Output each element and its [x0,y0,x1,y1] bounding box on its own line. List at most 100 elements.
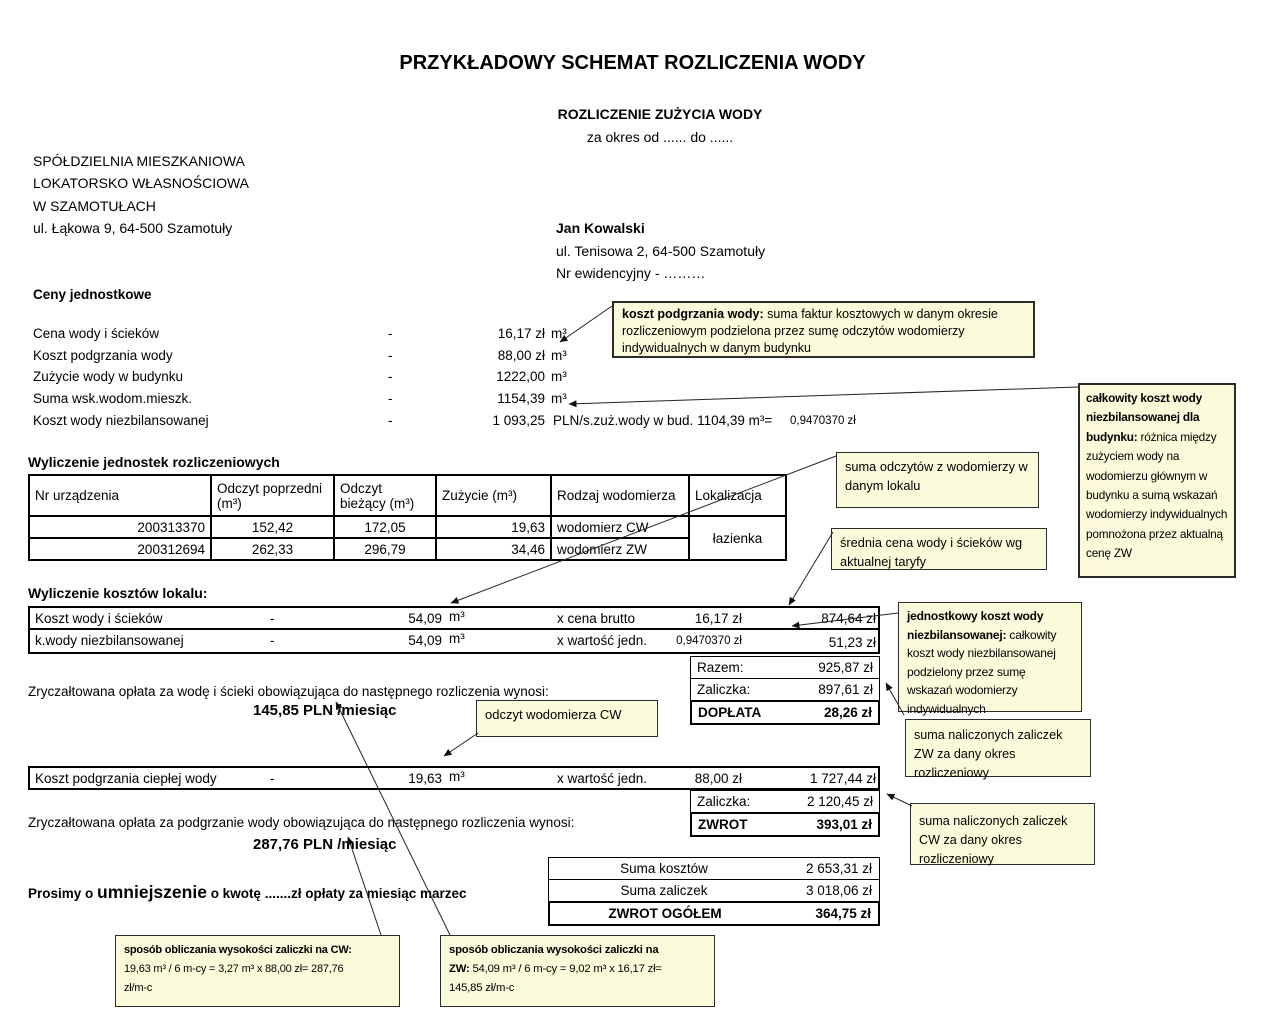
col-header-curr: Odczyt bieżący (m³) [333,474,437,517]
sum-value: 925,87 zł [818,660,873,675]
cost-row-heating: Koszt podgrzania ciepłej wody - 19,63 m³… [28,766,880,790]
note-body: suma odczytów z wodomierzy w danym lokal… [845,459,1028,493]
note-cw-advances: suma naliczonych zaliczek CW za dany okr… [910,803,1095,866]
col-header-device: Nr urządzenia [28,474,212,517]
cell-curr: 172,05 [333,515,437,539]
price-label: Cena wody i ścieków [33,326,160,341]
price-label: Suma wsk.wodom.mieszk. [33,391,193,406]
cell-curr: 296,79 [333,537,437,561]
request-suffix: o kwotę .......zł opłaty za miesiąc marz… [206,886,467,901]
cost-row-water: Koszt wody i ścieków - 54,09 m³ x cena b… [28,606,880,630]
note-line: 19,63 m³ / 6 m-cy = 3,27 m³ x 88,00 zł= … [124,963,344,975]
note-title: sposób obliczania wysokości zaliczki na … [124,944,352,956]
note-line-bold: ZW: [449,963,470,975]
price-unit: PLN/s.zuż.wody w bud. 1104,39 m³= [553,413,773,428]
cell-type: wodomierz CW [550,515,690,539]
recipient-name: Jan Kowalski [556,220,645,236]
price-label: Koszt podgrzania wody [33,348,173,363]
col-header-type: Rodzaj wodomierza [550,474,690,517]
note-heating-cost: koszt podgrzania wody: suma faktur koszt… [612,301,1035,358]
recipient-id-line: Nr ewidencyjny - ……… [556,265,706,281]
page-title: PRZYKŁADOWY SCHEMAT ROZLICZENIA WODY [399,52,866,74]
units-table: Nr urządzenia Odczyt poprzedni (m³) Odcz… [28,474,787,561]
cost-row-unbalanced: k.wody niezbilansowanej - 54,09 m³ x war… [28,628,880,654]
cost-unit: m³ [449,609,465,624]
arrow-heating-cost-note [559,305,613,343]
cost-quantity: 54,09 [408,633,442,648]
note-line: ZW: 54,09 m³ / 6 m-cy = 9,02 m³ x 16,17 … [449,960,706,979]
note-body: średnia cena wody i ścieków wg aktualnej… [840,535,1023,569]
arrow-avg-price-note [788,531,834,606]
total-row-zwrot-ogolem: ZWROT OGÓŁEM 364,75 zł [548,901,880,926]
request-prefix: Prosimy o [28,886,98,901]
price-separator: - [388,413,393,428]
cost-operation: x wartość jedn. [557,771,648,786]
flat-rate-value-water: 145,85 PLN /miesiąc [253,702,397,719]
price-unit: m³ [551,369,567,384]
price-value: 1154,39 [497,391,545,406]
cost-label: Koszt podgrzania ciepłej wody [35,771,217,786]
cost-amount: 51,23 zł [828,635,876,650]
sum-label: Razem: [697,660,744,675]
cost-label: k.wody niezbilansowanej [35,633,184,648]
flat-rate-note-heating: Zryczałtowana opłata za podgrzanie wody … [28,815,575,830]
col-header-location: Lokalizacja [688,474,787,517]
note-title: całkowity koszt wody niezbilansowanej dl… [1086,391,1202,444]
cost-operation: x cena brutto [557,611,636,626]
total-value: 3 018,06 zł [805,883,872,898]
sum-value: 28,26 zł [823,705,872,720]
cell-usage: 19,63 [435,515,552,539]
note-body: suma faktur kosztowych w danym okresie r… [622,307,998,355]
table-row: 200312694 262,33 296,79 34,46 wodomierz … [28,537,786,561]
price-separator: - [388,391,393,406]
sum-label: Zaliczka: [697,682,751,697]
cost-unit: m³ [449,769,465,784]
request-line: Prosimy o umniejszenie o kwotę .......zł… [28,882,538,903]
cell-type: wodomierz ZW [550,537,690,561]
total-label: ZWROT OGÓŁEM [608,906,722,921]
cost-unit: m³ [449,631,465,646]
note-line: 145,85 zł/m-c [449,982,515,994]
price-value: 1 093,25 [492,413,545,428]
cell-prev: 152,42 [210,515,335,539]
cost-separator: - [270,633,275,648]
cell-device: 200312694 [28,537,212,561]
price-label: Zużycie wody w budynku [33,369,184,384]
cost-separator: - [270,611,275,626]
flat-rate-note-water: Zryczałtowana opłata za wodę i ścieki ob… [28,684,549,699]
sum-label: Zaliczka: [697,794,751,809]
price-separator: - [388,369,393,384]
price-unit: m³ [551,391,567,406]
cell-device: 200313370 [28,515,212,539]
note-body: różnica między zużyciem wody na wodomier… [1086,429,1228,561]
flat-rate-value-heating: 287,76 PLN /miesiąc [253,836,397,853]
cell-usage: 34,46 [435,537,552,561]
cost-quantity: 54,09 [408,611,442,626]
note-body: suma naliczonych zaliczek CW za dany okr… [919,814,1068,866]
billing-period: za okres od ...... do ...... [586,129,734,145]
sender-line-2: LOKATORSKO WŁASNOŚCIOWA [33,175,250,191]
sum-label: ZWROT [698,817,748,832]
sender-line-3: W SZAMOTUŁACH [33,198,156,214]
price-value: 16,17 zł [497,326,545,341]
cost-separator: - [270,771,275,786]
costs-heading: Wyliczenie kosztów lokalu: [28,585,208,601]
sum-row-zwrot: ZWROT 393,01 zł [690,812,880,837]
cell-location: łazienka [688,515,787,561]
note-cw-advance-calc: sposób obliczania wysokości zaliczki na … [115,935,400,1007]
sum-row-doplata: DOPŁATA 28,26 zł [690,700,880,725]
total-row-costs: Suma kosztów 2 653,31 zł [548,857,880,880]
cost-rate: 0,9470370 zł [676,635,742,647]
note-title: sposób obliczania wysokości zaliczki na [449,944,659,956]
sum-row-razem: Razem: 925,87 zł [690,656,880,679]
recipient-address: ul. Tenisowa 2, 64-500 Szamotuły [556,243,766,259]
cost-operation: x wartość jedn. [557,633,648,648]
sum-value: 897,61 zł [818,682,873,697]
sum-value: 393,01 zł [816,817,872,832]
cost-rate: 16,17 zł [694,611,742,626]
note-body: odczyt wodomierza CW [485,707,622,722]
table-row: 200313370 152,42 172,05 19,63 wodomierz … [28,515,787,561]
price-separator: - [388,348,393,363]
sum-label: DOPŁATA [698,705,762,720]
col-header-prev: Odczyt poprzedni (m³) [210,474,335,517]
